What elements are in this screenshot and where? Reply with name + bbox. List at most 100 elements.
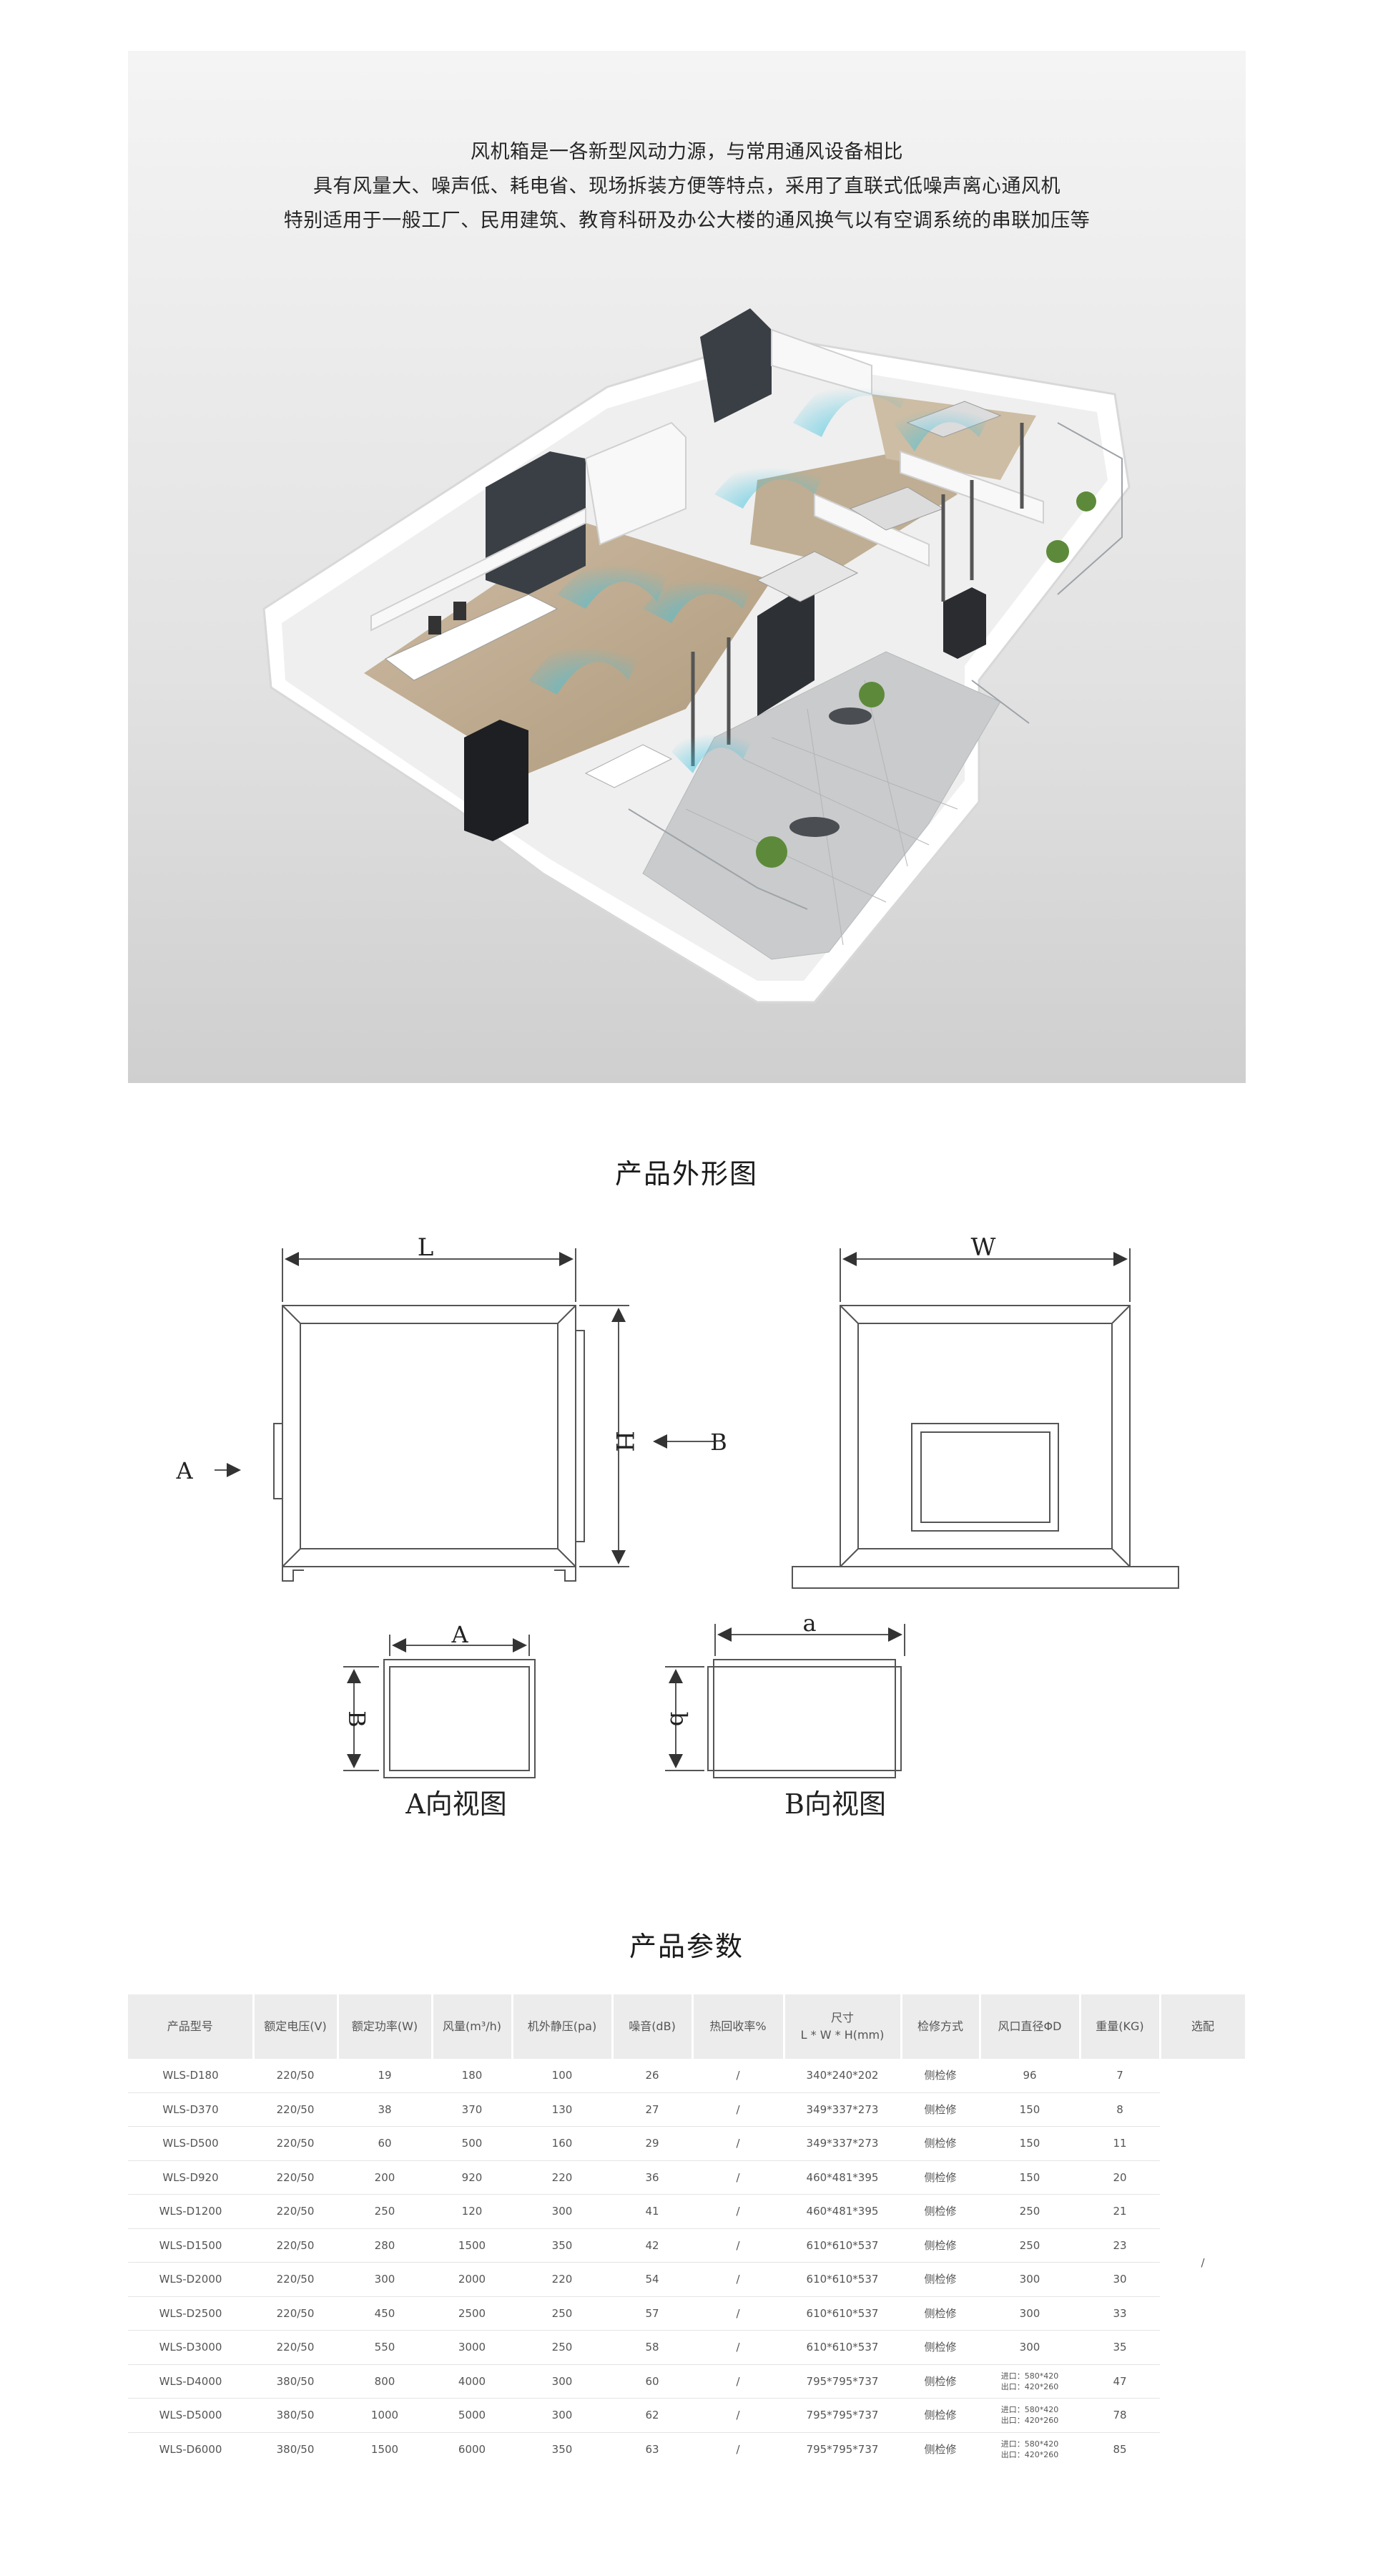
- table-cell: 795*795*737: [806, 2442, 879, 2456]
- table-cell: 29: [612, 2126, 692, 2161]
- table-cell: WLS-D1500: [128, 2228, 253, 2263]
- table-cell: 250: [512, 2330, 612, 2365]
- table-cell: 侧检修: [901, 2059, 980, 2093]
- table-cell: /: [692, 2364, 784, 2399]
- table-cell: 5000: [432, 2398, 512, 2433]
- outline-drawings: L W H A B A B a b A向视图 B向视图: [175, 1233, 1179, 1820]
- label-a-width: A: [451, 1621, 468, 1648]
- table-cell: 58: [612, 2330, 692, 2365]
- table-cell: 侧检修: [901, 2330, 980, 2365]
- table-cell: WLS-D180: [128, 2059, 253, 2093]
- table-cell: 220/50: [253, 2092, 338, 2127]
- table-cell: 100: [512, 2059, 612, 2093]
- table-cell: 550: [338, 2330, 432, 2365]
- spec-header-row: 产品型号额定电压(V)额定功率(W)风量(m³/h)机外静压(pa)噪音(dB)…: [128, 1994, 1247, 2059]
- table-cell: /: [692, 2296, 784, 2331]
- table-cell: /: [692, 2330, 784, 2365]
- table-cell: 1500: [432, 2228, 512, 2263]
- table-cell: WLS-D3000: [128, 2330, 253, 2365]
- column-header: 噪音(dB): [612, 1994, 694, 2059]
- table-cell: WLS-D500: [128, 2126, 253, 2161]
- column-header: 额定电压(V): [253, 1994, 339, 2059]
- table-cell: 侧检修: [901, 2398, 980, 2433]
- table-cell: 220/50: [253, 2160, 338, 2195]
- spec-table: 产品型号额定电压(V)额定功率(W)风量(m³/h)机外静压(pa)噪音(dB)…: [128, 1994, 1247, 2466]
- label-a-small: a: [802, 1610, 816, 1637]
- label-arrow-a: A: [175, 1457, 193, 1484]
- table-cell: 47: [1080, 2364, 1160, 2399]
- table-cell: 2500: [432, 2296, 512, 2331]
- table-cell: 130: [512, 2092, 612, 2127]
- table-cell: 30: [1080, 2262, 1160, 2297]
- table-cell: WLS-D4000: [128, 2364, 253, 2399]
- table-cell: /: [692, 2092, 784, 2127]
- table-cell: /: [692, 2059, 784, 2093]
- table-cell: 450: [338, 2296, 432, 2331]
- table-cell: 120: [432, 2194, 512, 2229]
- table-cell: 54: [612, 2262, 692, 2297]
- table-cell: 800: [338, 2364, 432, 2399]
- a-view-caption: A向视图: [405, 1788, 506, 1820]
- table-cell: 300: [512, 2364, 612, 2399]
- plants: [756, 491, 1096, 868]
- table-cell: 250: [338, 2194, 432, 2229]
- table-cell: WLS-D1200: [128, 2194, 253, 2229]
- label-b-small: b: [665, 1712, 692, 1726]
- table-cell: 220/50: [253, 2194, 338, 2229]
- table-cell: WLS-D920: [128, 2160, 253, 2195]
- table-cell: 340*240*202: [784, 2059, 901, 2093]
- table-cell: 500: [432, 2126, 512, 2161]
- table-cell: 侧检修: [901, 2262, 980, 2297]
- table-cell: 160: [512, 2126, 612, 2161]
- table-cell: 侧检修: [901, 2296, 980, 2331]
- table-cell: /: [692, 2126, 784, 2161]
- column-header: 选配: [1160, 1994, 1247, 2059]
- a-view-drawing: [343, 1635, 536, 1778]
- table-cell: 220/50: [253, 2330, 338, 2365]
- column-header: 风口直径ΦD: [980, 1994, 1081, 2059]
- table-cell: 21: [1080, 2194, 1160, 2229]
- table-cell: 200: [338, 2160, 432, 2195]
- table-cell: 78: [1080, 2398, 1160, 2433]
- table-cell: 220/50: [253, 2296, 338, 2331]
- table-cell: 11: [1080, 2126, 1160, 2161]
- table-cell: 侧检修: [901, 2126, 980, 2161]
- table-cell: 610*610*537: [784, 2296, 901, 2331]
- table-cell: 20: [1080, 2160, 1160, 2195]
- table-cell: 侧检修: [901, 2228, 980, 2263]
- table-cell: 300: [512, 2194, 612, 2229]
- table-cell: 4000: [432, 2364, 512, 2399]
- column-header: 机外静压(pa): [512, 1994, 614, 2059]
- b-view-caption: B向视图: [784, 1788, 886, 1820]
- table-cell: 350: [512, 2228, 612, 2263]
- table-cell: 1500: [370, 2442, 399, 2456]
- table-cell: /: [736, 2442, 740, 2456]
- column-header: 产品型号: [128, 1994, 255, 2059]
- column-header: 额定功率(W): [338, 1994, 433, 2059]
- label-b-height: B: [343, 1710, 370, 1728]
- table-cell: 460*481*395: [784, 2160, 901, 2195]
- table-cell: 19: [338, 2059, 432, 2093]
- table-cell: WLS-D2500: [128, 2296, 253, 2331]
- table-cell: /: [692, 2262, 784, 2297]
- table-cell: 795*795*737: [784, 2398, 901, 2433]
- table-cell: 349*337*273: [784, 2126, 901, 2161]
- table-cell: 侧检修: [901, 2092, 980, 2127]
- table-cell: 63: [645, 2442, 659, 2456]
- table-cell: 36: [612, 2160, 692, 2195]
- table-cell: 35: [1080, 2330, 1160, 2365]
- table-cell: 300: [512, 2398, 612, 2433]
- table-cell: 610*610*537: [784, 2262, 901, 2297]
- table-cell: 250: [980, 2228, 1080, 2263]
- table-cell: 3000: [432, 2330, 512, 2365]
- outline-section-title: 产品外形图: [614, 1158, 758, 1190]
- table-cell: 26: [612, 2059, 692, 2093]
- table-cell: 220/50: [253, 2126, 338, 2161]
